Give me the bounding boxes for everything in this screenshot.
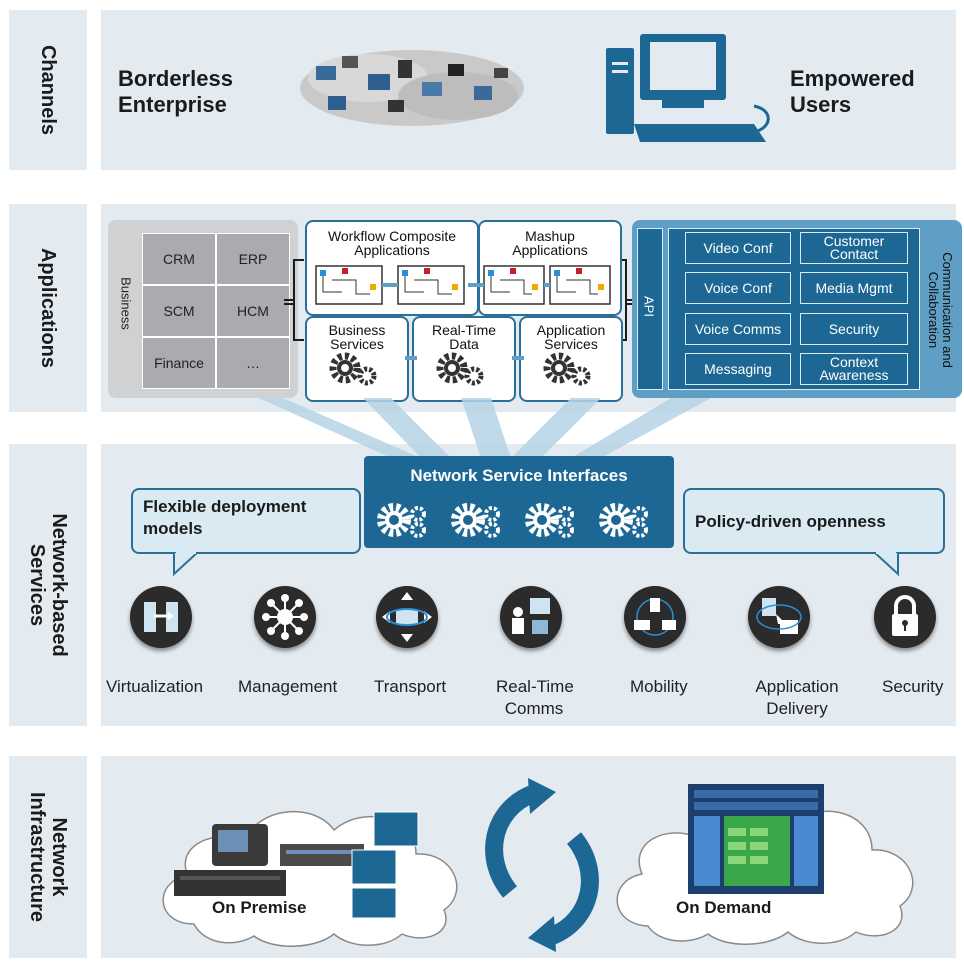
flexible-callout-pointer	[173, 552, 200, 576]
cc-media-mgmt: Media Mgmt	[800, 272, 908, 304]
policy-callout-pointer	[872, 552, 899, 576]
applications-layer-label: Applications	[37, 247, 59, 369]
api-bar	[637, 228, 663, 390]
channels-layer-label: Channels	[37, 44, 59, 136]
cc-voice-comms: Voice Comms	[685, 313, 791, 345]
business-item-more: …	[216, 337, 290, 389]
business-item-scm: SCM	[142, 285, 216, 337]
transport-icon	[376, 586, 438, 648]
cycle-arrows-icon	[485, 778, 599, 952]
on-demand-cloud	[616, 784, 914, 945]
cc-voice-conf: Voice Conf	[685, 272, 791, 304]
interface-beams	[259, 398, 711, 458]
workflow-diagrams	[315, 265, 611, 305]
realtime-comms-icon	[500, 586, 562, 648]
service-label-transport: Transport	[374, 677, 447, 696]
business-item-finance: Finance	[142, 337, 216, 389]
network-services-layer-label: Network-based Services	[26, 513, 70, 657]
mobility-icon	[624, 586, 686, 648]
service-gears	[305, 346, 621, 394]
business-label: Business	[118, 277, 134, 330]
lock-icon	[874, 586, 936, 648]
service-label-virtualization: Virtualization	[106, 677, 204, 696]
cc-security: Security	[800, 313, 908, 345]
nsi-gears	[364, 494, 674, 546]
network-infrastructure-layer-label: Network Infrastructure	[26, 791, 70, 923]
business-item-erp: ERP	[216, 233, 290, 285]
api-label: API	[641, 296, 657, 317]
on-demand-label: On Demand	[676, 898, 772, 917]
on-premise-label: On Premise	[212, 898, 307, 917]
network-service-interfaces-title: Network Service Interfaces	[410, 466, 628, 485]
business-item-hcm: HCM	[216, 285, 290, 337]
computer-icon	[604, 32, 774, 150]
applications-side: Applications	[9, 204, 87, 412]
service-label-security: Security	[882, 677, 944, 696]
service-label-management: Management	[238, 677, 338, 696]
channels-band	[101, 10, 956, 170]
application-delivery-icon	[748, 586, 810, 648]
cc-messaging: Messaging	[685, 353, 791, 385]
management-icon	[254, 586, 316, 648]
policy-driven-openness-callout: Policy-driven openness	[683, 488, 945, 554]
channels-side: Channels	[9, 10, 87, 170]
business-item-crm: CRM	[142, 233, 216, 285]
network-services-side: Network-based Services	[9, 444, 87, 726]
virtualization-icon	[130, 586, 192, 648]
borderless-enterprise-image	[298, 46, 526, 130]
network-infrastructure-side: Network Infrastructure	[9, 756, 87, 958]
cc-video-conf: Video Conf	[685, 232, 791, 264]
service-label-mobility: Mobility	[630, 677, 688, 696]
on-premise-cloud	[162, 810, 458, 947]
